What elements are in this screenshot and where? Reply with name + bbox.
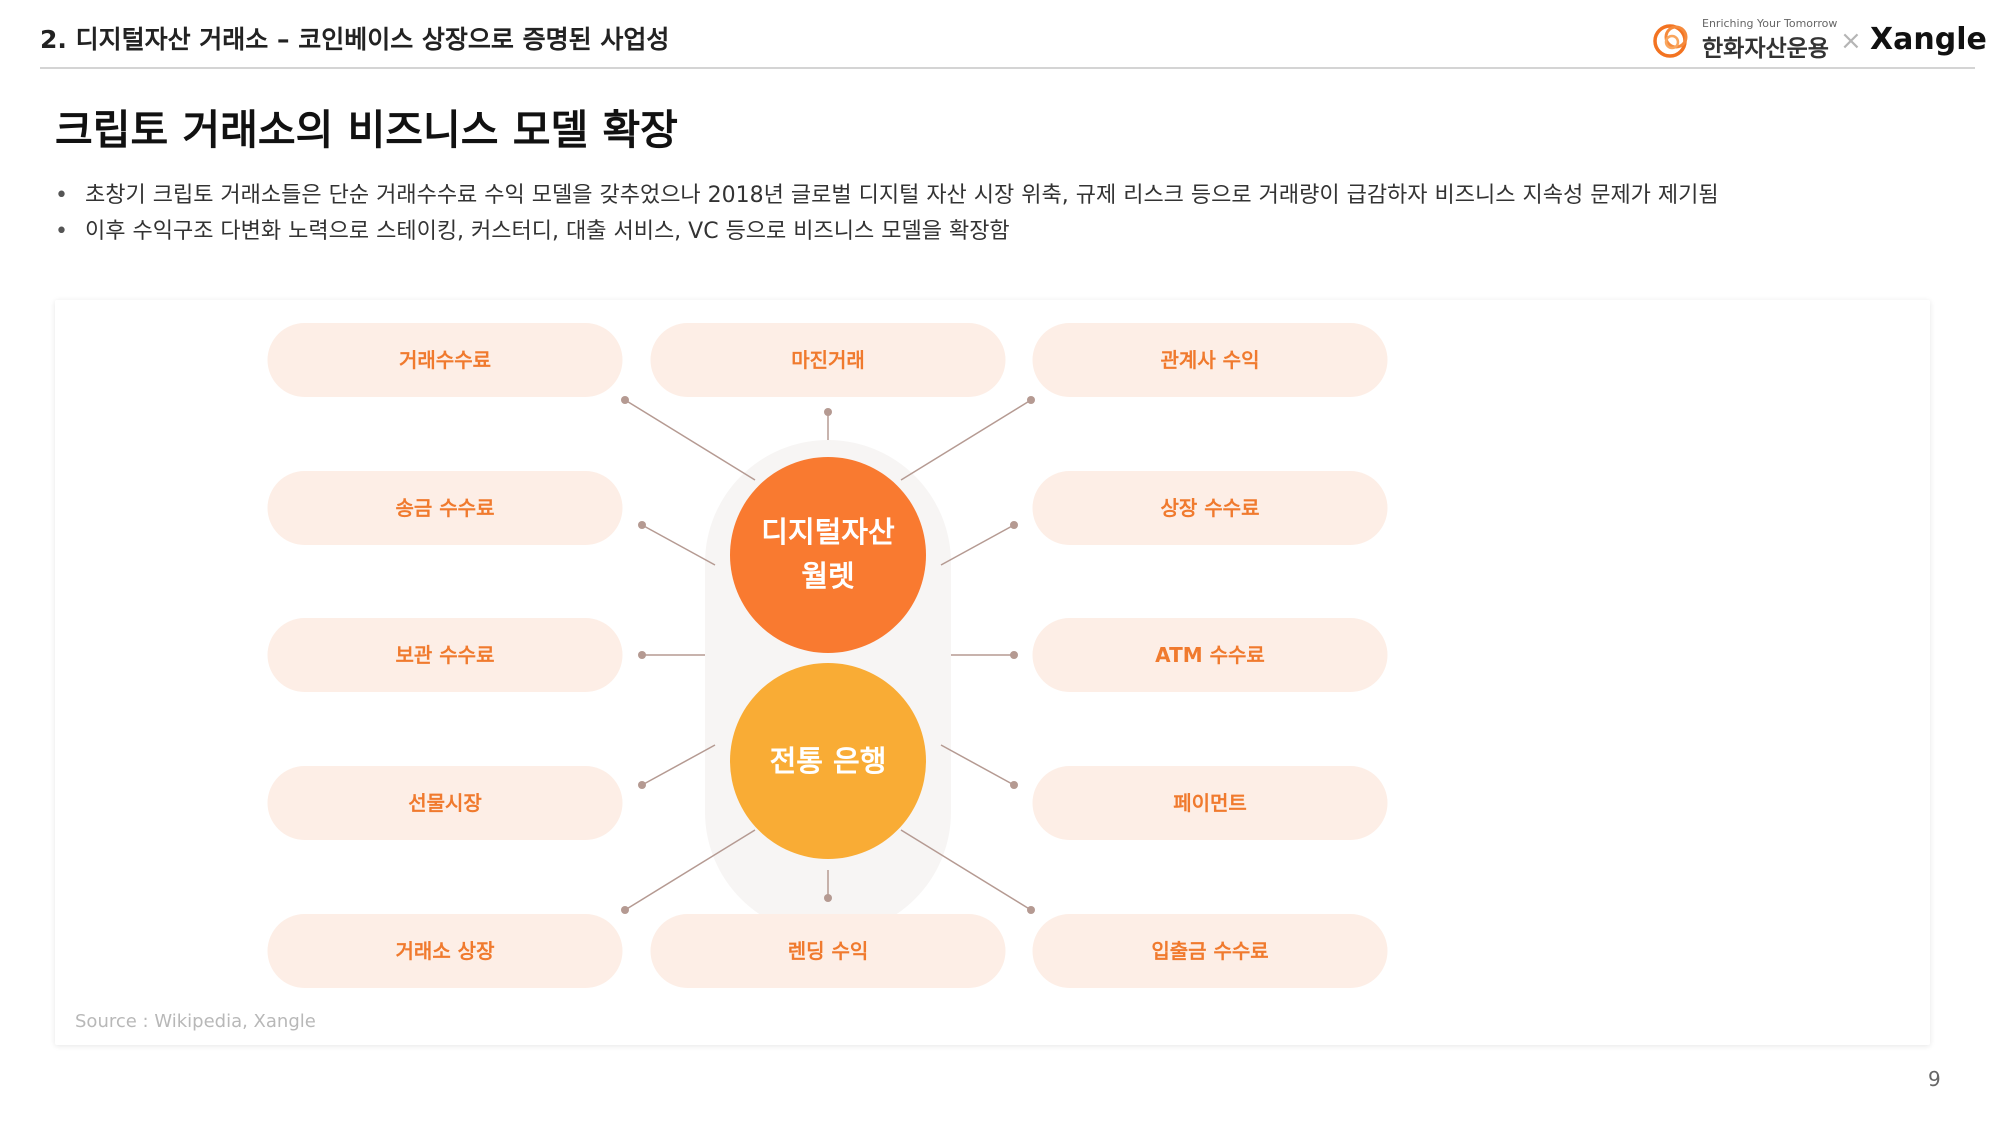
logo-area: Enriching Your Tomorrow 한화자산운용 × Xangle <box>1650 14 1987 64</box>
pill-left-0 <box>267 323 623 397</box>
connector-dot <box>1010 781 1018 789</box>
hanwha-logo-icon <box>1653 24 1688 58</box>
bank-circle <box>730 663 926 859</box>
bullet-dot: • <box>55 183 68 208</box>
bullet-text: 초창기 크립토 거래소들은 단순 거래수수료 수익 모델을 갖추었으나 2018… <box>85 183 1719 208</box>
connector-line <box>900 399 1032 481</box>
source-note: Source : Wikipedia, Xangle <box>75 1011 316 1032</box>
connector-line <box>641 524 716 566</box>
pill-right-0 <box>1032 323 1388 397</box>
connector-line <box>641 744 716 786</box>
wallet-circle <box>730 457 926 653</box>
connector-line <box>940 744 1015 786</box>
wallet-label-line1: 디지털자산 <box>761 515 895 549</box>
pill-right-4-label: 입출금 수수료 <box>1151 939 1268 963</box>
pill-right-2 <box>1032 618 1388 692</box>
connector-dot <box>621 906 629 914</box>
connector-line <box>624 399 756 481</box>
connector-dot <box>1027 906 1035 914</box>
pill-bottom-label: 렌딩 수익 <box>788 939 869 963</box>
page-number: 9 <box>1928 1067 1941 1091</box>
pill-right-3 <box>1032 766 1388 840</box>
connector-dot <box>1010 521 1018 529</box>
connector-dot <box>824 894 832 902</box>
connector-dot <box>638 521 646 529</box>
pill-right-0-label: 관계사 수익 <box>1161 348 1260 372</box>
pill-right-2-label: ATM 수수료 <box>1155 643 1265 667</box>
bullet-item: • 초창기 크립토 거래소들은 단순 거래수수료 수익 모델을 갖추었으나 20… <box>55 178 1955 214</box>
pill-left-0-label: 거래수수료 <box>399 348 491 372</box>
pill-top-label: 마진거래 <box>791 348 865 372</box>
pill-left-2-label: 보관 수수료 <box>396 643 495 667</box>
wallet-label-line2: 월렛 <box>801 559 854 593</box>
pill-right-1 <box>1032 471 1388 545</box>
connector-dot <box>824 408 832 416</box>
pill-right-1-label: 상장 수수료 <box>1161 496 1260 520</box>
pill-left-3-label: 선물시장 <box>408 791 482 815</box>
connector-line <box>624 829 756 911</box>
pill-left-4 <box>267 914 623 988</box>
connector-dot <box>638 781 646 789</box>
bullet-text: 이후 수익구조 다변화 노력으로 스테이킹, 커스터디, 대출 서비스, VC … <box>85 219 1010 244</box>
connector-dot <box>1027 396 1035 404</box>
bullet-list: • 초창기 크립토 거래소들은 단순 거래수수료 수익 모델을 갖추었으나 20… <box>55 178 1955 250</box>
section-title: 2. 디지털자산 거래소 – 코인베이스 상장으로 증명된 사업성 <box>40 25 670 54</box>
pill-left-3 <box>267 766 623 840</box>
logo-tagline: Enriching Your Tomorrow <box>1702 17 1838 30</box>
pill-left-4-label: 거래소 상장 <box>396 939 496 963</box>
pill-right-4 <box>1032 914 1388 988</box>
bullet-item: • 이후 수익구조 다변화 노력으로 스테이킹, 커스터디, 대출 서비스, V… <box>55 214 1955 250</box>
bullet-dot: • <box>55 219 68 244</box>
page-heading: 크립토 거래소의 비즈니스 모델 확장 <box>55 106 678 154</box>
pill-left-2 <box>267 618 623 692</box>
connector-dot <box>1010 651 1018 659</box>
pill-bottom <box>650 914 1006 988</box>
partner-logo: Xangle <box>1870 22 1987 57</box>
pill-top <box>650 323 1006 397</box>
connector-line <box>900 829 1032 911</box>
connector-dot <box>621 396 629 404</box>
pill-right-3-label: 페이먼트 <box>1173 791 1247 815</box>
logo-times-sign: × <box>1840 26 1862 56</box>
bank-label: 전통 은행 <box>770 744 887 778</box>
pill-left-1-label: 송금 수수료 <box>396 496 495 520</box>
logo-name: 한화자산운용 <box>1702 36 1829 62</box>
pill-left-1 <box>267 471 623 545</box>
connector-line <box>940 524 1015 566</box>
connector-dot <box>638 651 646 659</box>
header-rule <box>40 67 1975 69</box>
